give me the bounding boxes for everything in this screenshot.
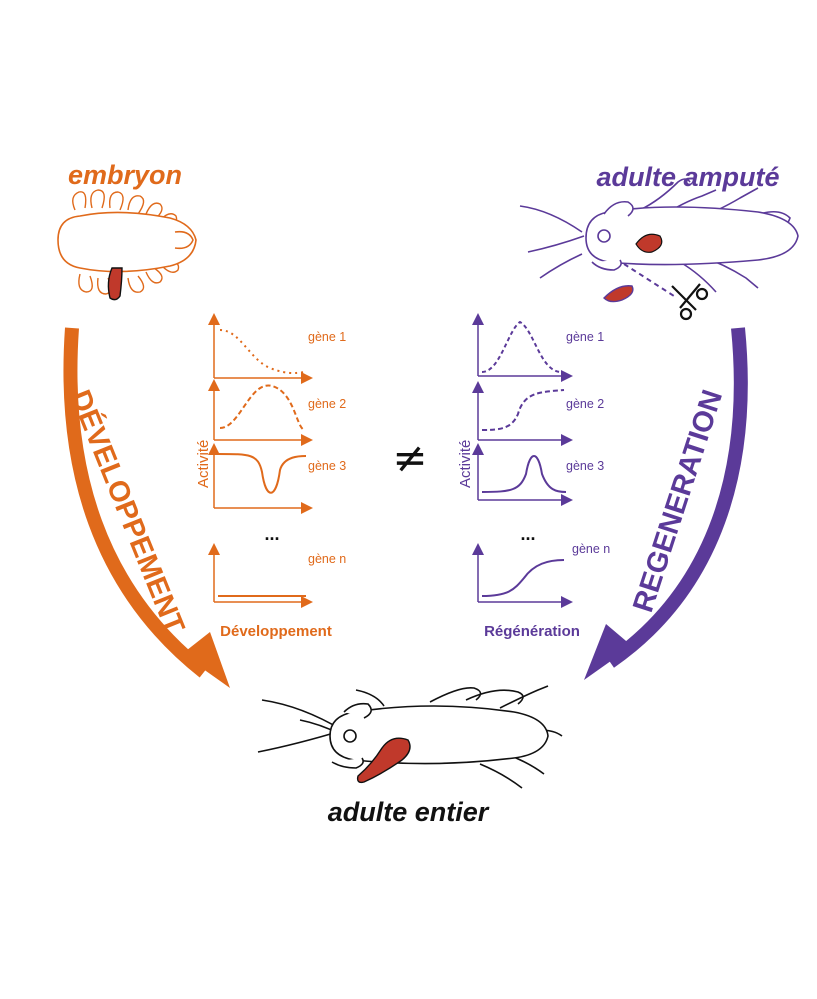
dev-gene-2-label: gène 2 xyxy=(308,397,346,411)
dev-y-axis-label: Activité xyxy=(195,440,212,488)
regen-gene-n-label: gène n xyxy=(572,542,610,556)
dev-gene-2-curve xyxy=(219,384,305,431)
amputated-adult-illustration xyxy=(519,178,799,303)
dev-ellipsis: ... xyxy=(264,524,279,544)
embryo-illustration xyxy=(57,189,197,301)
dev-gene-1-label: gène 1 xyxy=(308,330,346,344)
regen-gene-3-label: gène 3 xyxy=(566,459,604,473)
whole-adult-illustration xyxy=(257,685,563,789)
regen-gene-n-curve xyxy=(481,559,565,597)
dev-gene-3-curve xyxy=(217,453,307,494)
regen-gene-3-curve xyxy=(481,455,567,493)
regen-gene-1-curve xyxy=(481,320,561,373)
regeneration-arrow-label: REGENERATION xyxy=(627,386,729,616)
development-panel xyxy=(208,313,313,608)
whole-adult-title: adulte entier xyxy=(328,797,490,827)
dev-gene-n-label: gène n xyxy=(308,552,346,566)
regen-gene-2-label: gène 2 xyxy=(566,397,604,411)
not-equal-sign: ≠ xyxy=(392,433,427,482)
regen-y-axis-label: Activité xyxy=(457,440,474,488)
regen-ellipsis: ... xyxy=(520,524,535,544)
embryo-title: embryon xyxy=(68,160,182,190)
regen-x-axis-label: Régénération xyxy=(484,623,580,640)
regen-gene-2-curve xyxy=(481,389,565,431)
scissors-icon xyxy=(671,283,709,321)
regen-gene-1-label: gène 1 xyxy=(566,330,604,344)
amputated-adult-title: adulte amputé xyxy=(596,162,779,192)
dev-x-axis-label: Développement xyxy=(220,623,332,640)
dev-gene-3-label: gène 3 xyxy=(308,459,346,473)
regeneration-panel xyxy=(472,313,573,608)
development-arrow: DÉVELOPPEMENT xyxy=(63,327,230,688)
regeneration-arrow: REGENERATION xyxy=(584,327,748,680)
dev-gene-1-curve xyxy=(219,329,307,374)
